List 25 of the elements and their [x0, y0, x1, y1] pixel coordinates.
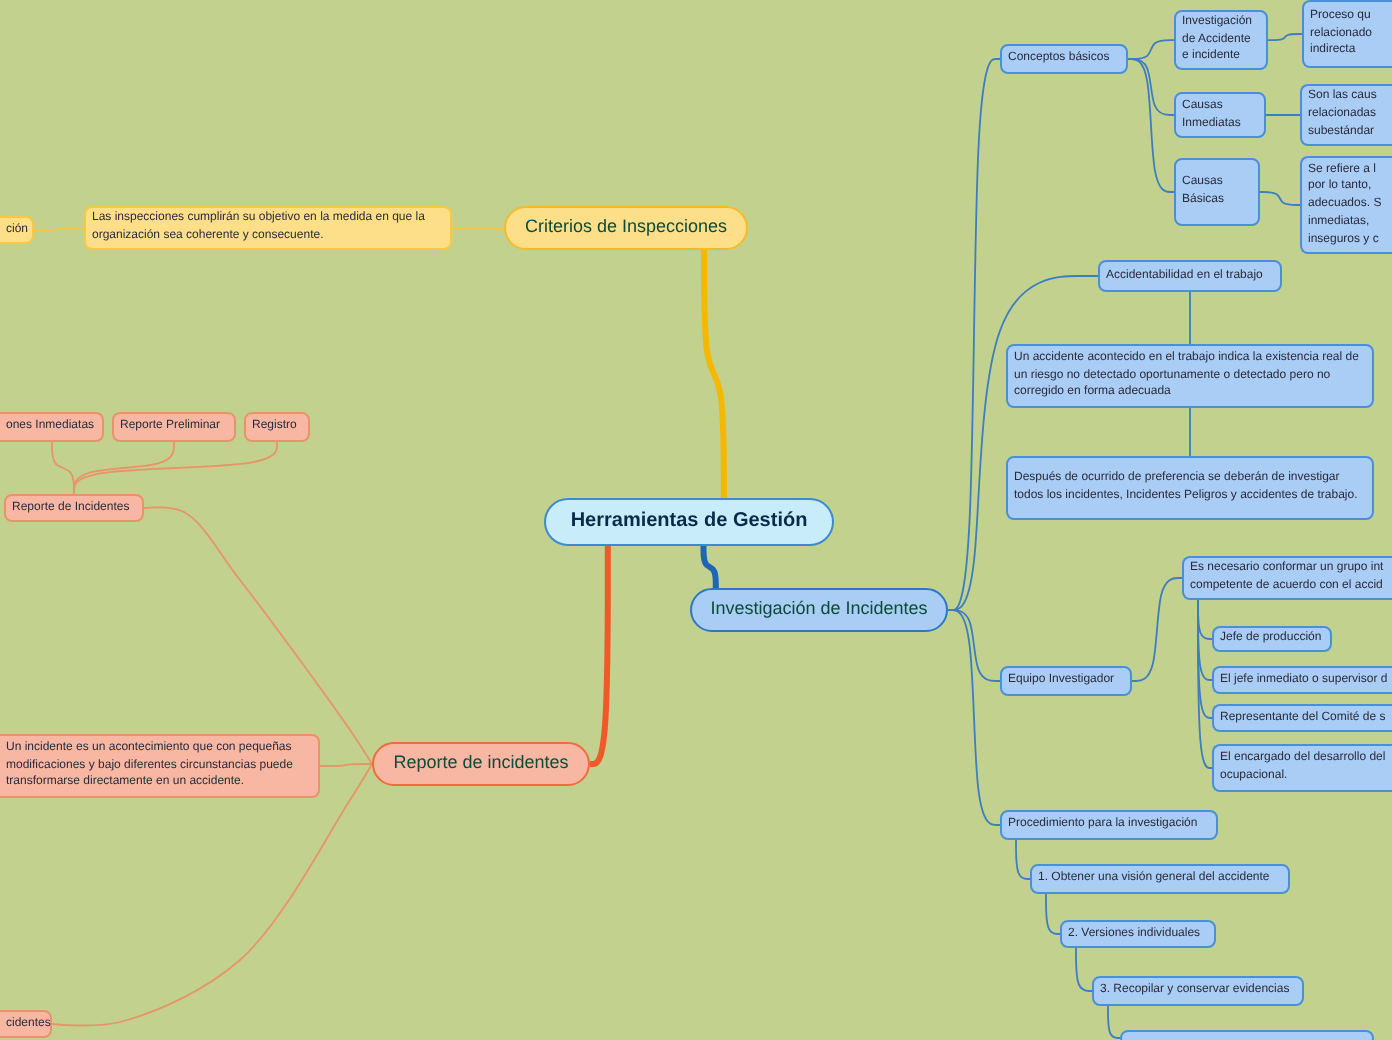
connector-line [1265, 114, 1301, 116]
connector-line [451, 227, 505, 229]
connector-line [701, 250, 727, 498]
connector-line [1267, 33, 1303, 41]
central-topic: Herramientas de Gestión [544, 498, 834, 546]
connector-line [1045, 893, 1061, 935]
connector-line [700, 546, 719, 588]
connector-line [319, 763, 373, 767]
connector-line [73, 441, 278, 495]
connector-line [33, 227, 85, 231]
connector-line [143, 506, 373, 765]
connector-line [947, 609, 1001, 826]
connector-line [1107, 1005, 1121, 1039]
connector-line [1127, 58, 1175, 193]
connector-line [1131, 577, 1183, 682]
connector-line [1075, 947, 1093, 992]
connector-line [1197, 599, 1213, 769]
main-topic: Criterios de Inspecciones [504, 206, 748, 250]
connector-line [1015, 839, 1031, 880]
main-topic: Reporte de incidentes [372, 742, 590, 786]
connector-line [1259, 191, 1301, 206]
connector-line [51, 763, 373, 1027]
main-topic: Investigación de Incidentes [690, 588, 948, 632]
connector-line [1189, 291, 1191, 345]
connector-line [1189, 407, 1191, 457]
